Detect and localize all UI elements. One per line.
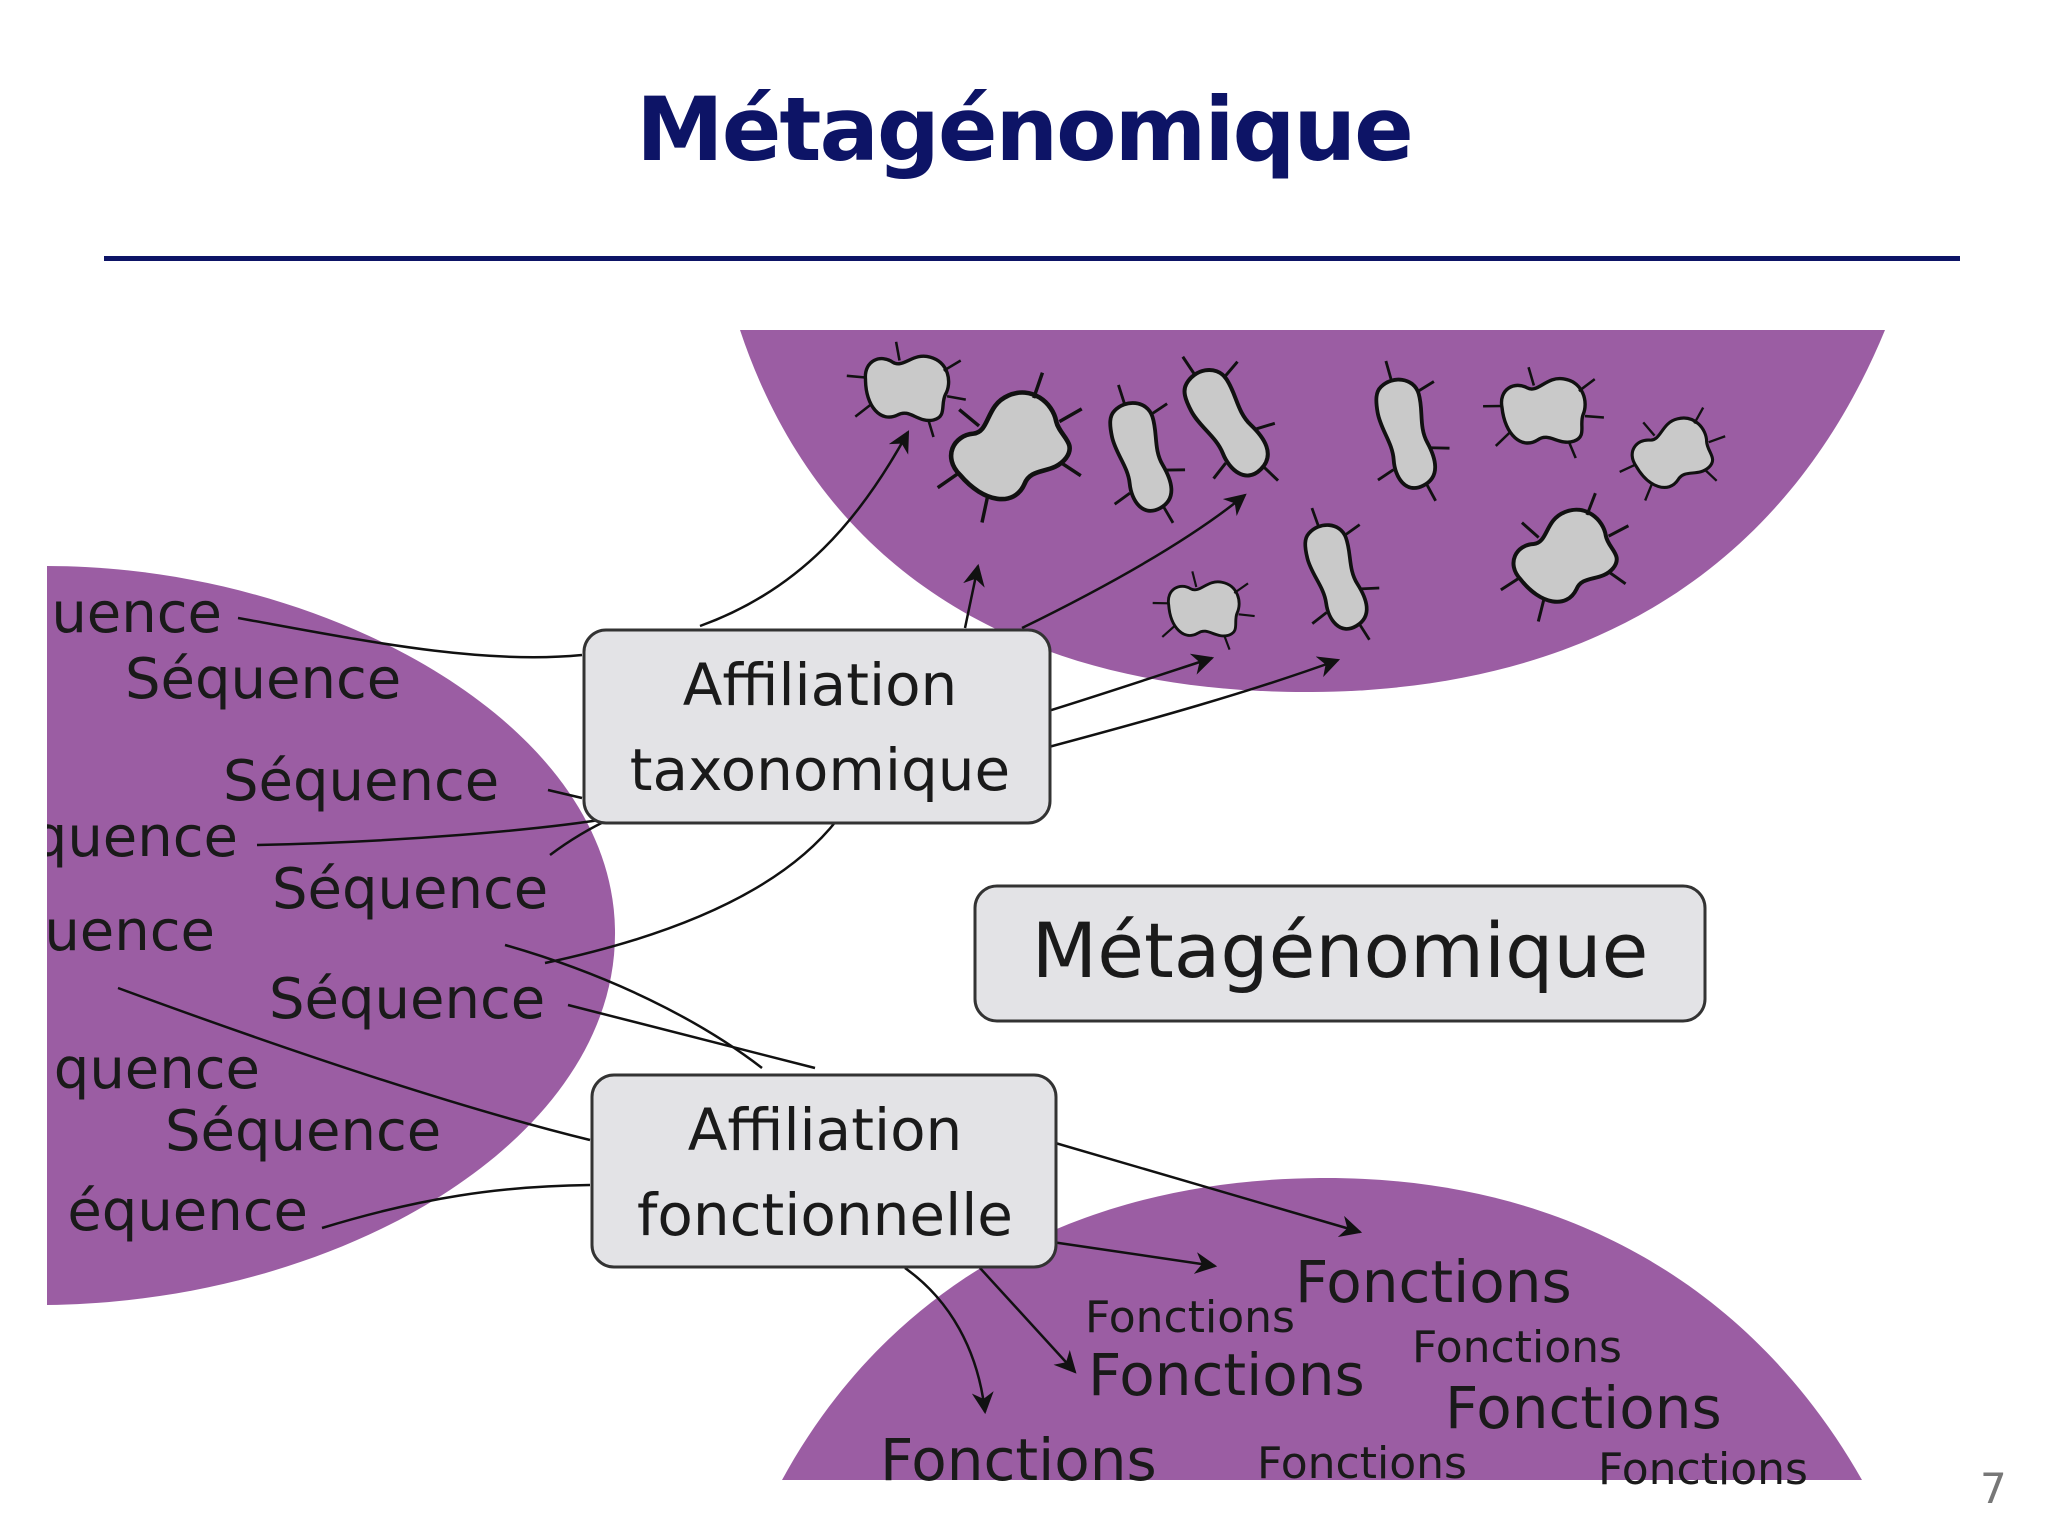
function-arrow [1051, 1240, 1218, 1274]
center-label: Métagénomique [1032, 906, 1649, 995]
sequence-label: Séquence [272, 857, 548, 922]
function-label: Fonctions [1598, 1444, 1808, 1495]
function-labels: Fonctions Fonctions Fonctions Fonctions … [880, 1248, 1808, 1495]
page-number: 7 [1980, 1464, 2007, 1513]
taxonomy-arrow [699, 430, 910, 628]
sequence-label: quence [32, 805, 238, 870]
function-label: Fonctions [1295, 1248, 1572, 1316]
connectors [117, 430, 1363, 1415]
sequence-label: quence [54, 1037, 260, 1102]
connector-line [504, 943, 763, 1069]
metagenomics-center-box: Métagénomique [973, 884, 1707, 1023]
taxonomic-affiliation-box: Affiliation taxonomique [582, 628, 1052, 825]
sequence-label: équence [67, 1179, 308, 1244]
function-label: Fonctions [1445, 1374, 1722, 1442]
sequence-label: uence [51, 581, 222, 646]
function-label: Fonctions [1088, 1341, 1365, 1409]
box-label: Affiliation [688, 1096, 963, 1164]
connector-line [567, 1003, 816, 1070]
connector-line [321, 1183, 591, 1230]
sequence-label: Séquence [269, 967, 545, 1032]
title-divider [104, 256, 1960, 261]
box-label: fonctionnelle [637, 1181, 1013, 1249]
taxonomy-arrow [1044, 656, 1341, 750]
connector-line [544, 819, 838, 965]
function-label: Fonctions [1412, 1322, 1622, 1373]
function-label: Fonctions [1257, 1438, 1467, 1489]
sequence-label: Séquence [165, 1099, 441, 1164]
sequence-label: Séquence [125, 647, 401, 712]
sequence-label: Séquence [223, 749, 499, 814]
taxonomy-arrow [963, 563, 985, 629]
function-label: Fonctions [1085, 1292, 1295, 1343]
connector-line [117, 986, 591, 1142]
taxonomy-arrow [1044, 653, 1215, 714]
sequence-labels: uence Séquence Séquence quence Séquence … [32, 581, 548, 1244]
sequence-label: uence [44, 899, 215, 964]
functional-affiliation-box: Affiliation fonctionnelle [590, 1073, 1058, 1269]
connector-line [547, 788, 583, 800]
taxonomy-arrow [1021, 493, 1247, 630]
function-arrow [1051, 1140, 1363, 1238]
connector-line [237, 616, 583, 659]
box-label: Affiliation [683, 651, 958, 719]
slide-title: Métagénomique [636, 78, 1414, 181]
connector-line [256, 816, 613, 847]
function-arrow [904, 1266, 994, 1415]
function-arrow [979, 1267, 1077, 1374]
function-label: Fonctions [880, 1426, 1157, 1494]
sequences-blob [47, 566, 616, 1305]
box-label: taxonomique [630, 736, 1010, 804]
